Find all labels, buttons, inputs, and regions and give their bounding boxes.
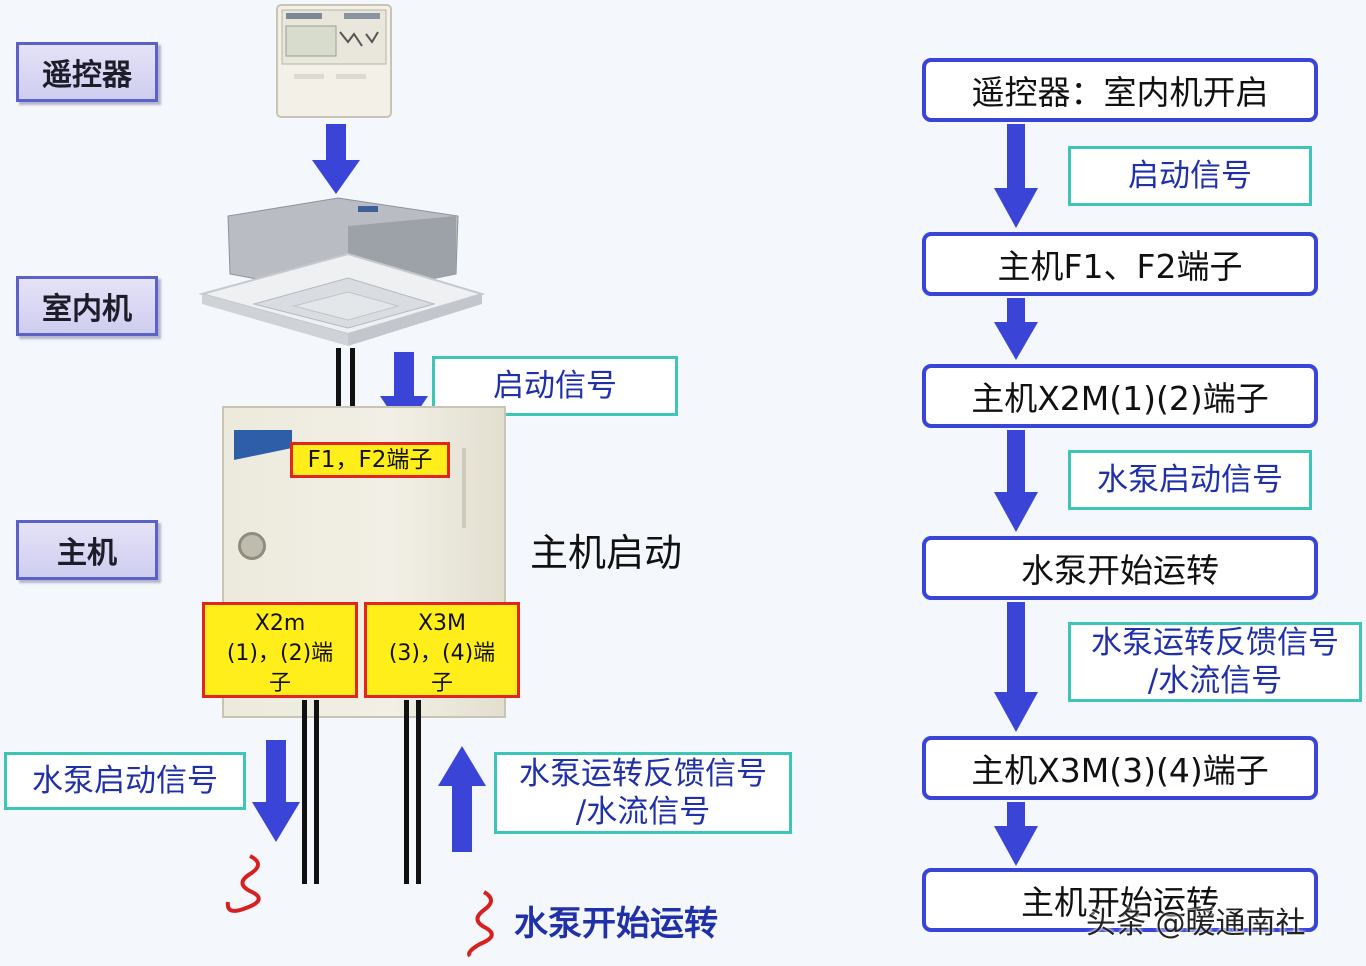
arrow-pump-start	[252, 740, 300, 842]
flow-arrow-3	[994, 430, 1038, 532]
flow-step-host-running: 主机开始运转	[922, 868, 1318, 932]
wire-x2m-2	[314, 700, 319, 884]
flow-arrow-1	[994, 124, 1038, 228]
indoor-unit-image	[198, 197, 486, 346]
flow-step-f1-f2: 主机F1、F2端子	[922, 232, 1318, 296]
flow-arrow-2	[994, 298, 1038, 360]
arrow-remote-to-indoor	[312, 124, 360, 194]
label-indoor-unit: 室内机	[16, 276, 158, 336]
wire-indoor-right	[350, 348, 355, 412]
pump-squiggle-left	[225, 854, 261, 913]
flow-signal-pump-feedback: 水泵运转反馈信号 /水流信号	[1068, 622, 1362, 702]
pump-squiggle-right	[467, 890, 494, 958]
host-start-text: 主机启动	[530, 531, 683, 575]
remote-controller-image	[276, 4, 392, 118]
flow-step-x2m: 主机X2M(1)(2)端子	[922, 364, 1318, 428]
flow-step-pump-running: 水泵开始运转	[922, 536, 1318, 600]
pump-feedback-box: 水泵运转反馈信号 /水流信号	[494, 752, 792, 834]
arrow-pump-feedback	[438, 746, 486, 852]
flow-arrow-4	[994, 602, 1038, 732]
terminal-x2m: X2m (1)，(2)端 子	[202, 602, 358, 698]
lock-icon	[238, 532, 266, 560]
flow-signal-pump-start: 水泵启动信号	[1068, 450, 1312, 510]
flow-step-remote-on: 遥控器：室内机开启	[922, 58, 1318, 122]
flow-arrow-5	[994, 802, 1038, 866]
watermark: 头条 @暖通南社	[1086, 906, 1306, 941]
terminal-f1-f2: F1，F2端子	[290, 442, 450, 478]
pump-running-text: 水泵开始运转	[514, 904, 718, 944]
brand-logo	[234, 430, 292, 460]
pump-start-signal-box: 水泵启动信号	[4, 752, 246, 810]
terminal-x3m: X3M (3)，(4)端 子	[364, 602, 520, 698]
flow-step-x3m: 主机X3M(3)(4)端子	[922, 736, 1318, 800]
label-host-unit: 主机	[16, 520, 158, 580]
wire-indoor-left	[336, 348, 341, 412]
wire-x3m-2	[416, 700, 421, 884]
wire-x3m-1	[404, 700, 409, 884]
label-remote: 遥控器	[16, 42, 158, 102]
flow-signal-start: 启动信号	[1068, 146, 1312, 206]
wire-x2m-1	[302, 700, 307, 884]
